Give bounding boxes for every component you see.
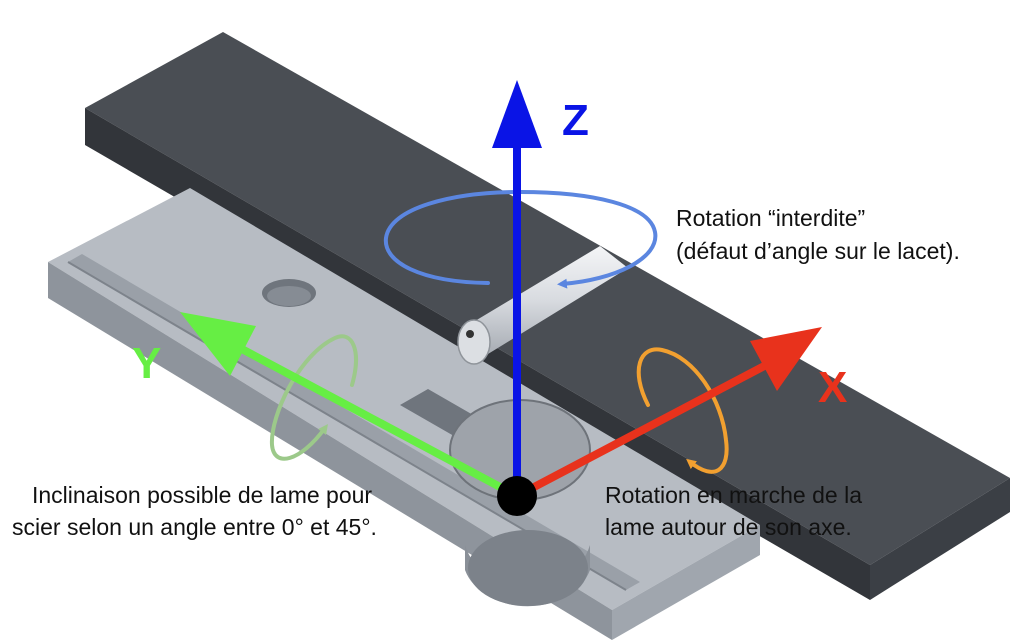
plate-hole-inner xyxy=(267,286,311,306)
annotation-forbidden-rotation: Rotation “interdite” (défaut d’angle sur… xyxy=(676,205,960,264)
axis-y-line xyxy=(238,344,519,500)
axis-y-label: Y xyxy=(132,339,161,388)
roller-body xyxy=(460,246,628,354)
roller-end xyxy=(457,319,491,365)
annotation-forbidden-line2: (défaut d’angle sur le lacet). xyxy=(676,238,960,264)
light-plate-end xyxy=(612,525,760,640)
annotation-running-line1: Rotation en marche de la xyxy=(605,482,862,508)
annotation-running-line2: lame autour de son axe. xyxy=(605,514,852,540)
axis-z-label: Z xyxy=(562,96,589,145)
axis-y: Y xyxy=(132,312,519,500)
blade-lower-disc xyxy=(468,530,588,606)
axis-y-arrow-icon xyxy=(180,312,256,376)
axis-z: Z xyxy=(492,80,589,496)
light-plate-top xyxy=(48,188,760,610)
axis-x-arrow-icon xyxy=(750,327,822,391)
origin-point xyxy=(497,476,537,516)
annotation-tilt-line2: scier selon un angle entre 0° et 45°. xyxy=(12,514,377,540)
roller-cylinder xyxy=(457,246,628,365)
dark-bar-end xyxy=(870,478,1010,600)
roller-screw xyxy=(466,330,474,338)
axis-x: X xyxy=(515,327,847,500)
annotation-tilt: Inclinaison possible de lame pour scier … xyxy=(12,482,377,540)
axis-x-label: X xyxy=(818,363,847,412)
rotation-y-arrow-icon xyxy=(269,334,358,461)
annotation-forbidden-line1: Rotation “interdite” xyxy=(676,205,865,231)
annotation-running-rotation: Rotation en marche de la lame autour de … xyxy=(605,482,862,540)
light-plate-side xyxy=(48,262,612,640)
axis-z-arrow-icon xyxy=(492,80,542,148)
annotation-tilt-line1: Inclinaison possible de lame pour xyxy=(32,482,372,508)
rotation-x-arrow-icon xyxy=(636,347,729,474)
axis-x-line xyxy=(515,359,772,500)
